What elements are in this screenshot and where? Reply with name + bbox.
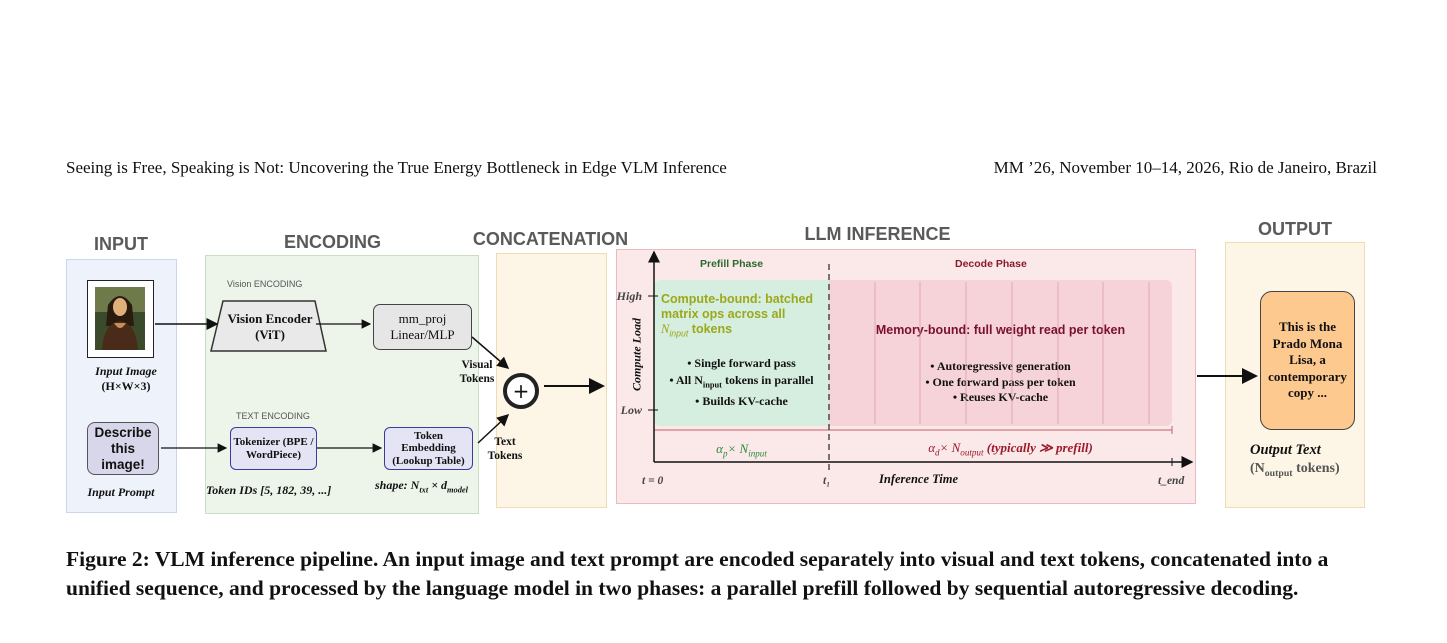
input-prompt-text: Describe this image! bbox=[94, 424, 152, 472]
section-title-output: OUTPUT bbox=[1258, 219, 1332, 239]
text-encoding-label: TEXT ENCODING bbox=[236, 411, 310, 421]
figure-caption: Figure 2: VLM inference pipeline. An inp… bbox=[66, 547, 1329, 600]
mm-proj-line-1: mm_proj bbox=[398, 311, 447, 326]
section-title-input: INPUT bbox=[94, 234, 148, 254]
vision-encoding-label: Vision ENCODING bbox=[227, 279, 303, 289]
decode-region bbox=[829, 280, 1172, 426]
prefill-formula: αp× Ninput bbox=[716, 441, 767, 459]
x-axis-label: Inference Time bbox=[879, 472, 959, 486]
prefill-bullets: • Single forward pass • All Ninput token… bbox=[669, 356, 814, 409]
prefill-description: Compute-bound: batched matrix ops across… bbox=[661, 292, 814, 339]
prefill-region bbox=[654, 280, 829, 426]
running-header-venue: MM ’26, November 10–14, 2026, Rio de Jan… bbox=[993, 158, 1377, 177]
x-tick-t1: t₁ bbox=[823, 475, 831, 487]
tokenizer-box: Tokenizer (BPE / WordPiece) bbox=[230, 427, 317, 470]
token-embedding-label: Token Embedding (Lookup Table) bbox=[392, 429, 465, 467]
section-title-llm-inference: LLM INFERENCE bbox=[804, 224, 951, 244]
concat-plus-node: + bbox=[503, 373, 539, 409]
decode-formula: αd× Noutput (typically ≫ prefill) bbox=[928, 440, 1093, 458]
mm-proj-line-2: Linear/MLP bbox=[390, 327, 455, 342]
output-text-box: This is the Prado Mona Lisa, a contempor… bbox=[1260, 291, 1355, 430]
x-tick-t0: t = 0 bbox=[642, 475, 664, 487]
prefill-phase-title: Prefill Phase bbox=[700, 258, 764, 270]
vision-encoder-shape bbox=[210, 300, 327, 352]
embedding-shape: shape: Ntxt × dmodel bbox=[375, 478, 468, 495]
decode-description: Memory-bound: full weight read per token bbox=[875, 323, 1126, 337]
input-prompt-box: Describe this image! bbox=[87, 422, 159, 475]
running-header-title: Seeing is Free, Speaking is Not: Uncover… bbox=[66, 158, 727, 177]
mm-proj-box: mm_proj Linear/MLP bbox=[373, 304, 472, 350]
y-axis-label: Compute Load bbox=[629, 318, 644, 392]
token-embedding-box: Token Embedding (Lookup Table) bbox=[384, 427, 473, 470]
token-ids-example: Token IDs [5, 182, 39, ...] bbox=[206, 483, 332, 497]
input-prompt-label: Input Prompt bbox=[87, 485, 155, 499]
tokenizer-label: Tokenizer (BPE / WordPiece) bbox=[233, 436, 314, 461]
input-image-label: Input Image bbox=[95, 364, 157, 378]
y-tick-low: Low bbox=[620, 403, 642, 417]
decode-bullets: • Autoregressive generation • One forwar… bbox=[925, 359, 1076, 404]
encoding-panel bbox=[205, 255, 479, 514]
output-text: This is the Prado Mona Lisa, a contempor… bbox=[1268, 319, 1347, 401]
decode-phase-title: Decode Phase bbox=[955, 258, 1027, 270]
x-tick-tend: t_end bbox=[1158, 475, 1185, 487]
plus-icon: + bbox=[512, 379, 530, 403]
mona-lisa-image bbox=[95, 287, 145, 350]
input-image-frame bbox=[87, 280, 154, 358]
vision-encoder-label: Vision Encoder (ViT) bbox=[227, 311, 313, 342]
input-image-dims: (H×W×3) bbox=[101, 379, 151, 393]
output-text-label: Output Text bbox=[1250, 442, 1321, 458]
y-tick-high: High bbox=[616, 289, 642, 303]
section-title-encoding: ENCODING bbox=[283, 232, 381, 252]
output-token-count: (Noutput tokens) bbox=[1250, 461, 1340, 479]
section-title-concatenation: CONCATENATION bbox=[472, 229, 629, 249]
